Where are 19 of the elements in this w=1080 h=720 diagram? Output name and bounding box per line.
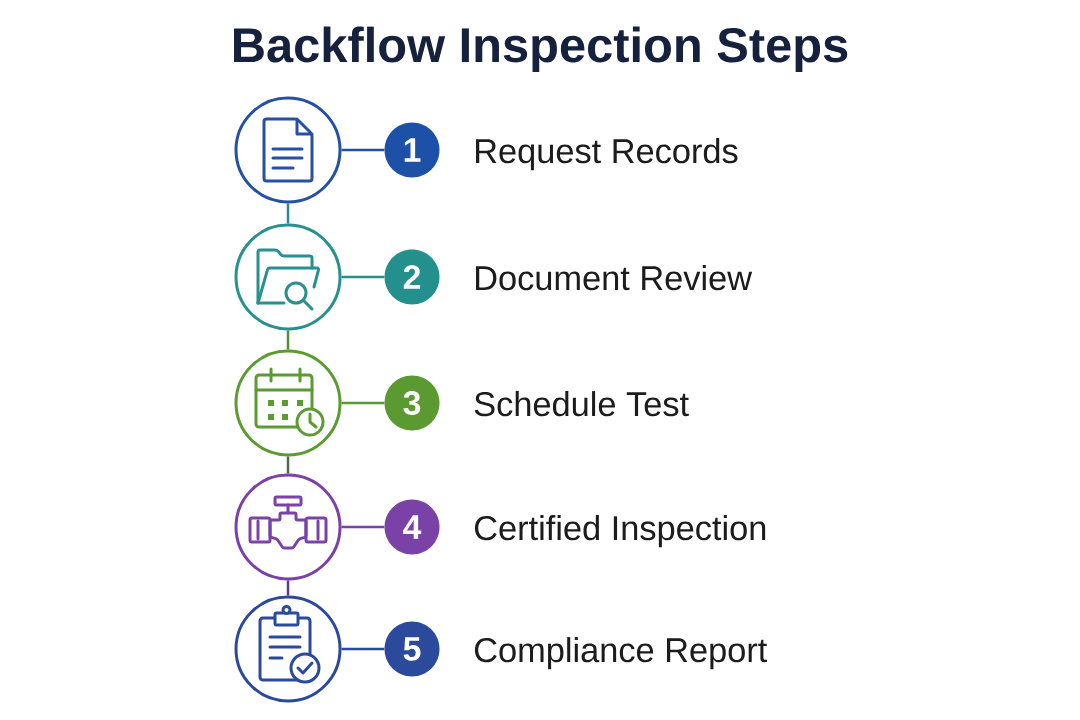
connector-line xyxy=(341,275,385,279)
connector-line xyxy=(286,203,290,224)
icon-circle xyxy=(234,96,342,204)
title: Backflow Inspection Steps xyxy=(234,26,848,73)
icon-circle xyxy=(234,223,342,331)
step-label: Schedule Test xyxy=(474,391,689,417)
connector-line xyxy=(286,456,290,474)
step-label: Certified Inspection xyxy=(474,515,766,548)
connector-line xyxy=(341,525,385,529)
connector-line xyxy=(341,647,385,651)
step-label: Document Review xyxy=(476,265,753,291)
connector-line xyxy=(341,401,385,405)
connector-line xyxy=(286,580,290,596)
connector-line xyxy=(286,330,290,350)
icon-circle xyxy=(234,349,342,457)
icon-circle xyxy=(234,473,342,581)
step-label: Compliance Report xyxy=(474,637,768,670)
connector-line xyxy=(341,148,385,152)
step-label: Request Records xyxy=(476,138,738,171)
